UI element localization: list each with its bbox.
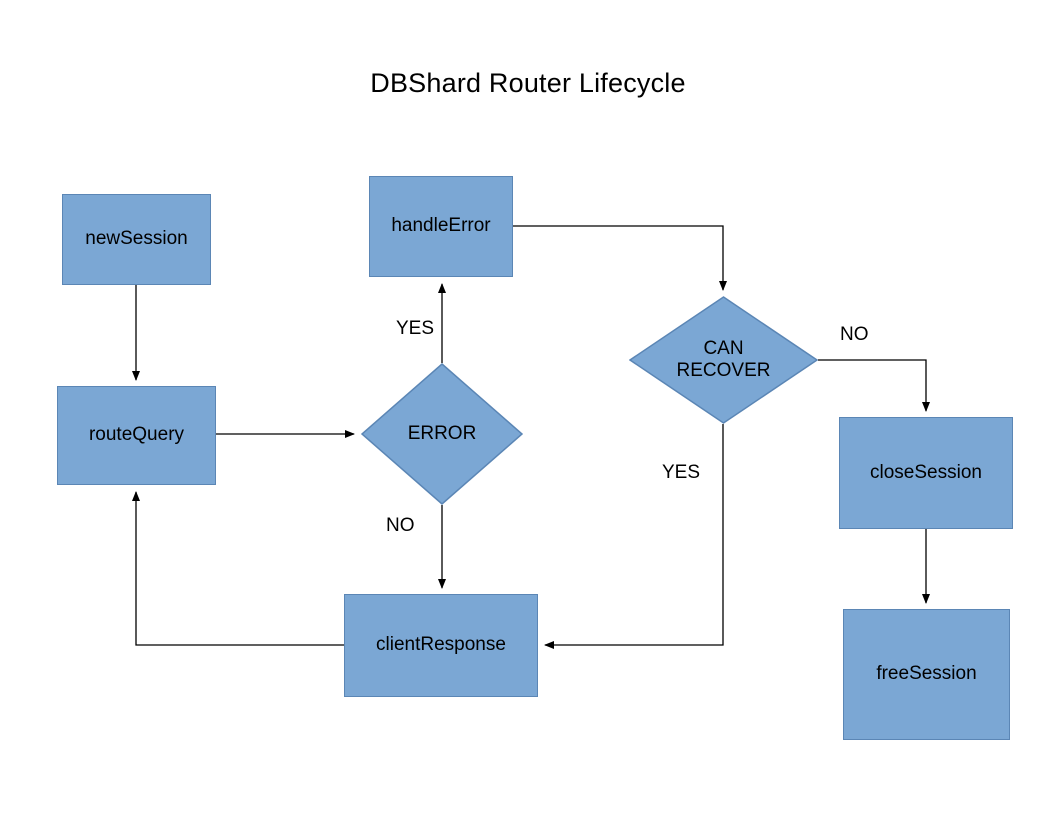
edge-label-can-recover-yes: YES <box>662 462 701 483</box>
node-close-session[interactable]: closeSession <box>839 417 1013 529</box>
edge-canRecover-clientResponse <box>544 424 724 649</box>
node-label: clientResponse <box>376 634 506 656</box>
edge-label-error-no: NO <box>386 515 415 536</box>
node-label: freeSession <box>876 663 977 685</box>
edge-clientResponse-routeQuery <box>132 491 344 646</box>
node-error-decision[interactable]: ERROR <box>361 363 523 505</box>
diamond-shape <box>361 363 523 505</box>
node-label: closeSession <box>870 461 982 483</box>
node-label: newSession <box>85 228 188 250</box>
edge-label-can-recover-no: NO <box>840 324 869 345</box>
diamond-shape <box>629 296 818 424</box>
node-route-query[interactable]: routeQuery <box>57 386 216 485</box>
edge-handleError-canRecover <box>513 225 727 291</box>
page-title: DBShard Router Lifecycle <box>370 68 686 98</box>
node-new-session[interactable]: newSession <box>62 194 211 285</box>
node-client-response[interactable]: clientResponse <box>344 594 538 697</box>
node-free-session[interactable]: freeSession <box>843 609 1010 740</box>
node-handle-error[interactable]: handleError <box>369 176 513 277</box>
node-label: handleError <box>391 215 491 237</box>
edge-canRecover-closeSession <box>818 359 930 412</box>
edge-label-error-yes: YES <box>396 318 435 339</box>
node-can-recover-decision[interactable]: CAN RECOVER <box>629 296 818 424</box>
node-label: routeQuery <box>88 424 185 446</box>
